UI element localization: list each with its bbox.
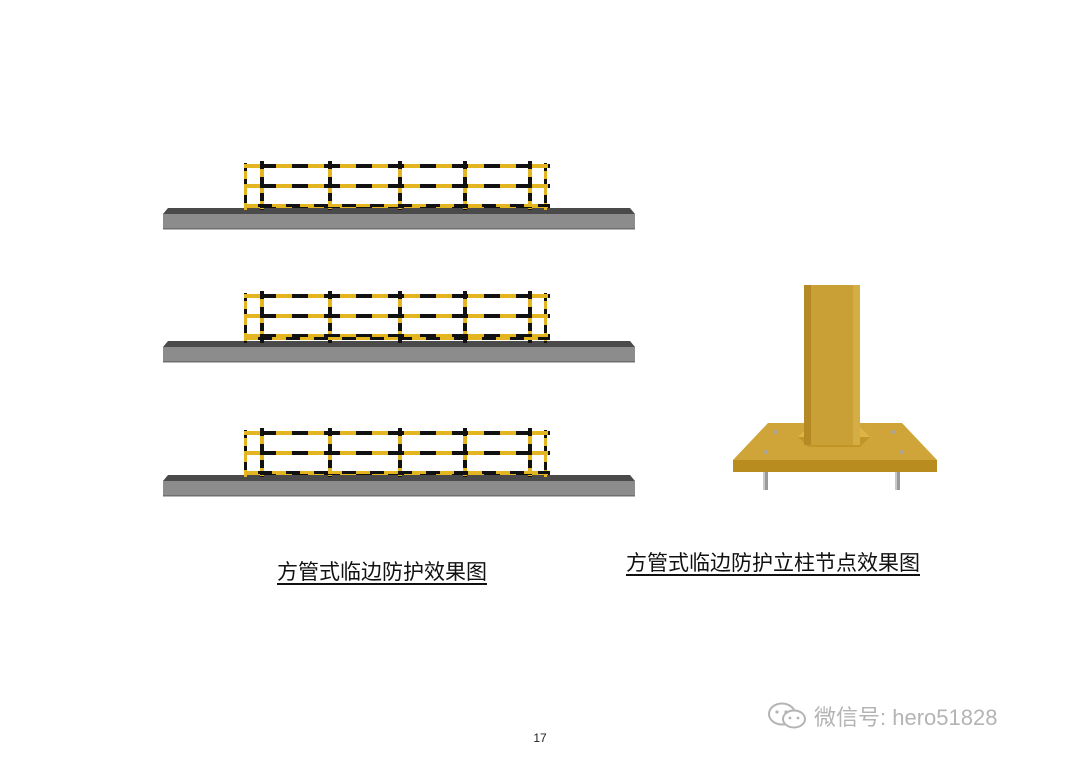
page-number: 17 bbox=[533, 731, 547, 745]
caption-post-node-effect: 方管式临边防护立柱节点效果图 bbox=[626, 551, 920, 575]
watermark: 微信号: hero51828 bbox=[766, 700, 997, 732]
watermark-text: 微信号: hero51828 bbox=[814, 705, 998, 730]
wechat-icon bbox=[768, 702, 806, 729]
railing-render-3 bbox=[163, 428, 635, 497]
railing-render-2 bbox=[163, 291, 635, 363]
caption-railing-effect: 方管式临边防护效果图 bbox=[277, 560, 487, 584]
railing-render-1 bbox=[163, 161, 635, 230]
post-node-render bbox=[733, 285, 937, 490]
